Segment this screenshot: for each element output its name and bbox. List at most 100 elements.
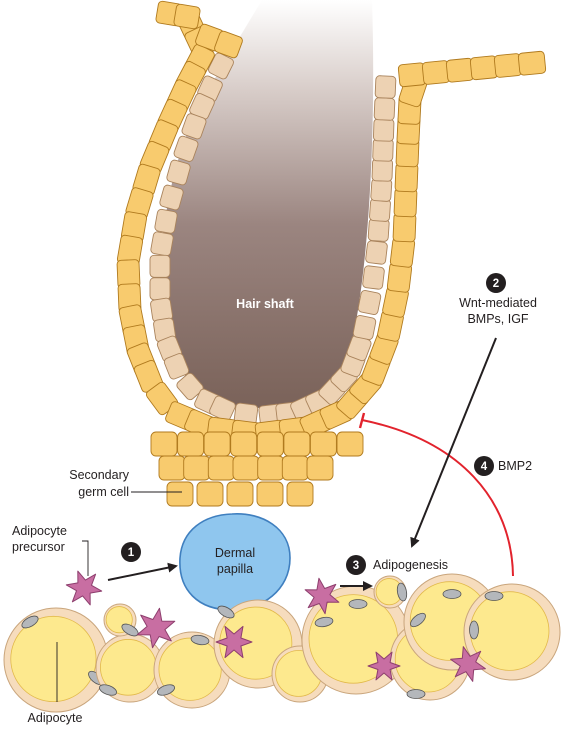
adipocyte-precursor-label-1: Adipocyte xyxy=(12,524,67,538)
nucleus xyxy=(348,599,368,609)
epidermis-cell xyxy=(214,30,243,59)
inner-sheath-cell xyxy=(371,158,393,182)
secondary-germ-cell xyxy=(256,431,284,457)
svg-text:4: 4 xyxy=(481,461,488,473)
adipocyte-precursor-cells xyxy=(65,570,486,682)
bmp2-label: BMP2 xyxy=(498,459,532,473)
nucleus xyxy=(99,684,117,696)
inner-sheath-cell xyxy=(374,75,397,99)
secondary-germ-cell xyxy=(283,431,311,457)
inner-sheath-cell xyxy=(149,254,171,278)
secondary-germ-cell xyxy=(336,431,364,457)
wnt-to-adipogenesis-arrow xyxy=(410,337,497,548)
secondary-germ-cell xyxy=(207,455,235,481)
adipocyte-precursor-cell xyxy=(136,607,176,649)
inner-sheath-cell xyxy=(369,198,391,222)
inner-sheath-cell xyxy=(373,97,396,121)
svg-text:1: 1 xyxy=(128,547,135,559)
outer-sheath-cell xyxy=(393,187,418,218)
nucleus xyxy=(21,615,39,629)
secondary-germ-cell xyxy=(196,481,224,507)
nucleus xyxy=(157,684,175,696)
step-2-badge: 2 xyxy=(486,273,506,293)
inner-sheath-cell xyxy=(372,138,394,162)
epidermis-cell xyxy=(445,57,475,83)
secondary-germ-cell xyxy=(256,481,284,507)
step-1-badge: 1 xyxy=(121,542,141,562)
secondary-germ-cell xyxy=(166,481,194,507)
secondary-germ-label-2: germ cell xyxy=(78,485,129,499)
inner-sheath-cell xyxy=(367,218,390,242)
outer-sheath-cell xyxy=(394,162,419,193)
secondary-germ-cell xyxy=(150,431,178,457)
inner-sheath-cell xyxy=(370,178,393,202)
adipocyte-label: Adipocyte xyxy=(28,711,83,725)
nucleus xyxy=(190,634,210,646)
secondary-germ-cell xyxy=(226,481,254,507)
inhibition-bar-icon xyxy=(358,412,366,429)
adipocyte-precursor-cell xyxy=(367,651,401,681)
inner-sheath-cell xyxy=(357,290,382,315)
secondary-germ-cell xyxy=(203,431,231,457)
inner-sheath-cell xyxy=(173,135,199,162)
inner-sheath-cell xyxy=(149,277,171,301)
inner-sheath-cell xyxy=(154,208,178,234)
secondary-germ-cell xyxy=(281,455,309,481)
precursor-leader xyxy=(82,540,89,576)
nucleus xyxy=(469,620,479,640)
wnt-label-1: Wnt-mediated xyxy=(459,296,537,310)
adipocyte-precursor-cell xyxy=(65,570,103,606)
hair-shaft-label: Hair shaft xyxy=(236,297,294,311)
epidermis-cell xyxy=(493,53,523,78)
inner-sheath-cell xyxy=(373,118,395,142)
lipid-droplet xyxy=(10,615,97,703)
precursor-to-papilla-arrow xyxy=(107,562,178,581)
inner-sheath-cell xyxy=(163,353,190,380)
nucleus xyxy=(217,605,235,619)
outer-sheath-cell xyxy=(392,212,417,243)
nucleus xyxy=(410,612,426,628)
dermal-papilla-label-1: Dermal xyxy=(215,546,255,560)
step-3-badge: 3 xyxy=(346,555,366,575)
epidermis-cell xyxy=(517,50,547,76)
adipogenesis-label: Adipogenesis xyxy=(373,558,448,572)
inner-sheath-cell xyxy=(362,265,385,290)
lipid-droplet xyxy=(158,637,222,701)
svg-text:3: 3 xyxy=(353,560,359,572)
secondary-germ-cell xyxy=(306,455,334,481)
secondary-germ-cell xyxy=(158,455,186,481)
svg-text:2: 2 xyxy=(493,278,499,290)
secondary-germ-cell xyxy=(309,431,337,457)
secondary-germ-label-1: Secondary xyxy=(69,468,130,482)
inner-sheath-cell xyxy=(365,240,388,265)
inner-sheath-cell xyxy=(352,315,377,340)
outer-root-sheath xyxy=(116,0,547,507)
step-4-badge: 4 xyxy=(474,456,494,476)
secondary-germ-cell xyxy=(232,455,260,481)
lipid-droplet xyxy=(469,591,550,671)
nucleus xyxy=(396,582,408,602)
inner-sheath-cell xyxy=(208,52,234,80)
nucleus xyxy=(484,591,504,601)
secondary-germ-cell xyxy=(177,431,205,457)
epidermis-cell xyxy=(397,62,427,88)
epidermis-cell xyxy=(173,3,201,30)
adipose-tissue-layer xyxy=(3,573,561,713)
inner-sheath-cell xyxy=(176,372,204,401)
adipocyte-precursor-label-2: precursor xyxy=(12,540,65,554)
epidermis-cell xyxy=(421,60,451,85)
adipocyte-precursor-cell xyxy=(450,646,486,682)
nucleus xyxy=(406,689,426,699)
inner-sheath-cell xyxy=(159,184,184,211)
adipocyte-precursor-cell xyxy=(215,625,253,659)
wnt-label-2: BMPs, IGF xyxy=(467,312,528,326)
secondary-germ-cell xyxy=(183,455,211,481)
nucleus xyxy=(314,616,334,628)
secondary-germ-cell xyxy=(257,455,285,481)
epidermis-cell xyxy=(469,55,499,81)
inner-sheath-cell xyxy=(150,231,174,257)
secondary-germ-cell xyxy=(230,431,258,457)
secondary-germ-cell xyxy=(286,481,314,507)
adipocyte-precursor-cell xyxy=(304,577,340,615)
